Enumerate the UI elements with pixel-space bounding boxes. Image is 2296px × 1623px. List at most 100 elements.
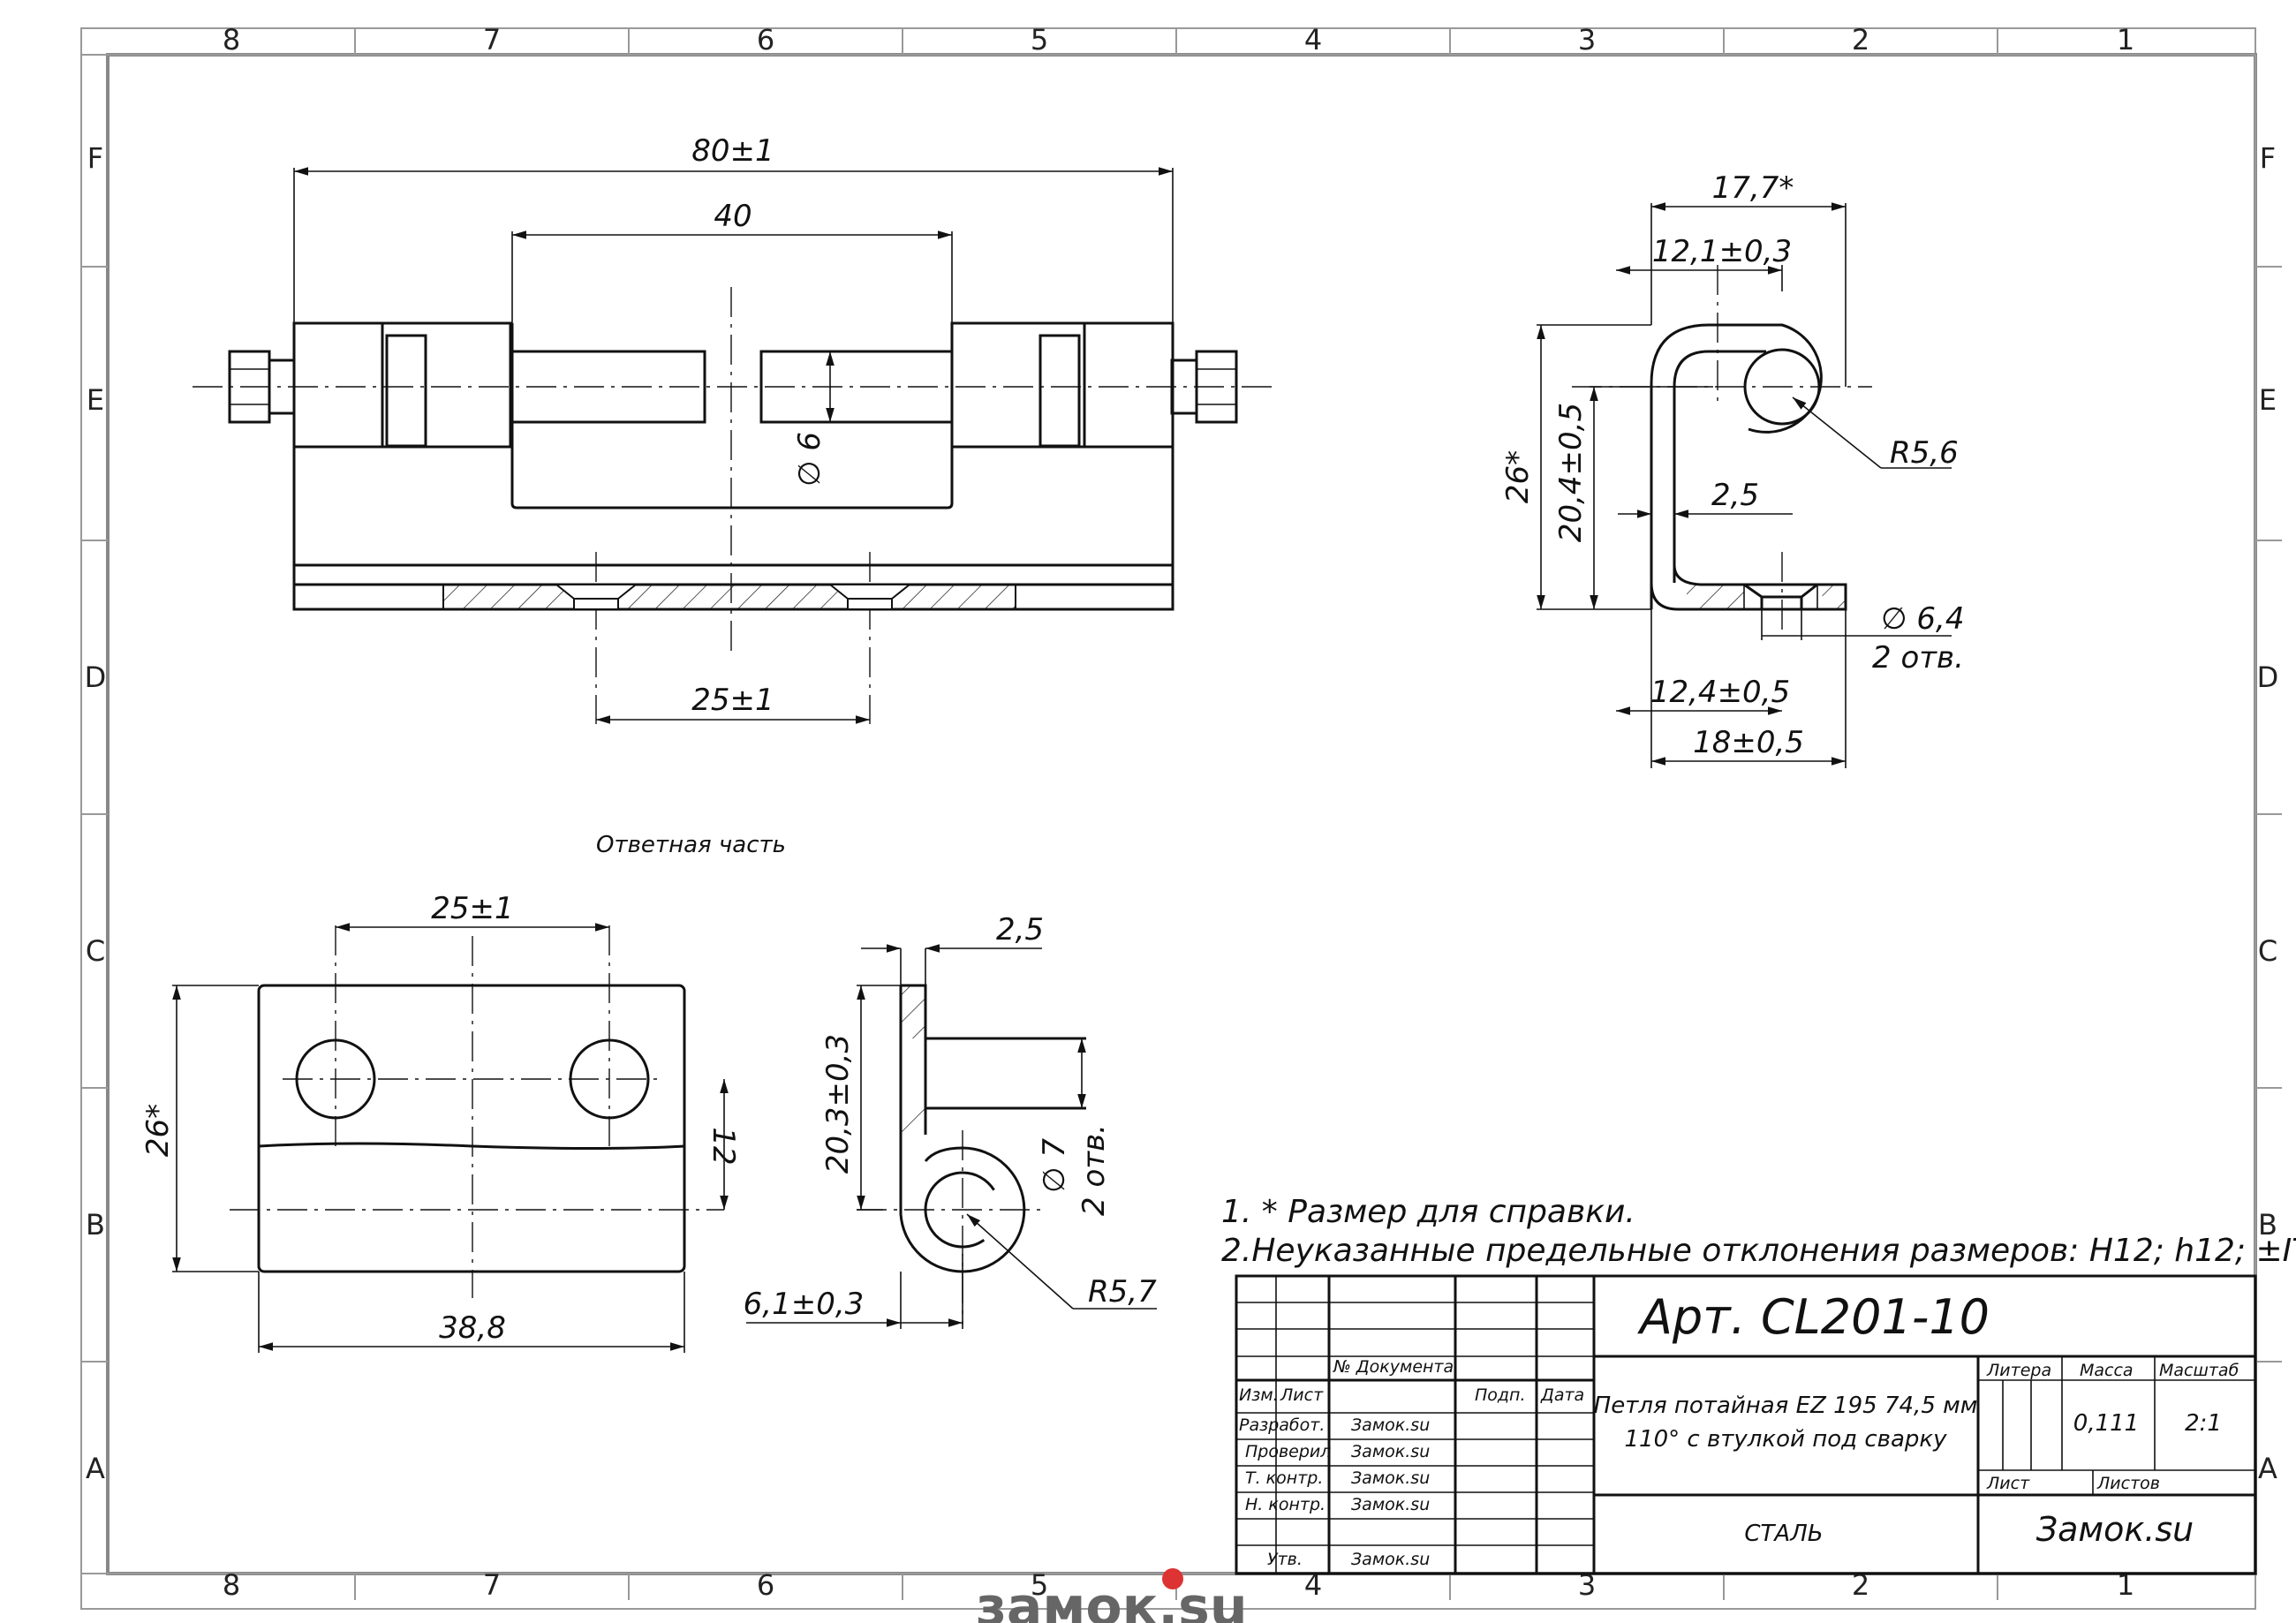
zone-labels-top: 8 7 6 5 4 3 2 1 [223, 23, 2134, 57]
zone-row-label: A [86, 1452, 105, 1485]
role-checker: Проверил [1245, 1442, 1331, 1461]
zone-col-label: 3 [1578, 1568, 1596, 1602]
article-number: Арт. CL201-10 [1637, 1289, 1990, 1345]
zone-col-label: 4 [1304, 23, 1322, 57]
side-view-dimensions: 17,7* 12,1±0,3 26* 20,4±0,5 2,5 R5,6 ∅ 6… [1500, 170, 1965, 768]
zone-row-label: F [2260, 141, 2276, 175]
dim-cp-hole-diameter: ∅ 7 [1037, 1138, 1072, 1193]
dim-height-ref: 26* [1500, 450, 1536, 503]
izm-label: Изм. [1239, 1385, 1279, 1405]
counterpart-caption: Ответная часть [596, 832, 786, 858]
zone-col-label: 8 [223, 1568, 240, 1602]
dim-cp-half-height: 12 [706, 1127, 741, 1165]
signer-tech-control: Замок.su [1351, 1468, 1430, 1488]
signer-developer: Замок.su [1351, 1415, 1430, 1435]
material: СТАЛЬ [1744, 1521, 1823, 1547]
product-name-line1: Петля потайная EZ 195 74,5 мм [1594, 1393, 1978, 1419]
zone-row-label: B [86, 1208, 105, 1242]
site-logo: замок.su [976, 1568, 1248, 1623]
sheet-label: Лист [1986, 1474, 2030, 1493]
zone-labels-bottom: 8 7 6 5 4 3 2 1 [223, 1568, 2134, 1602]
zone-row-label: C [2258, 934, 2277, 968]
mass-label: Масса [2080, 1361, 2134, 1380]
list-label: Лист [1280, 1385, 1324, 1405]
zone-row-label: D [85, 661, 107, 694]
dim-axis-height: 20,4±0,5 [1553, 403, 1589, 542]
doc-number-label: № Документа [1333, 1357, 1454, 1377]
counterpart-front-dimensions: 25±1 26* 12 38,8 [140, 891, 741, 1353]
title-block [1235, 1274, 2257, 1575]
main-view-dimensions: 80±1 40 ∅ 6 25±1 [293, 133, 1174, 724]
dim-hole-offset: 12,1±0,3 [1652, 234, 1792, 269]
zone-col-label: 8 [223, 23, 240, 57]
role-tech-control: Т. контр. [1245, 1468, 1323, 1488]
counterpart-front-view [230, 925, 724, 1298]
litera-label: Литера [1986, 1361, 2051, 1380]
dim-width-ref: 17,7* [1712, 170, 1794, 206]
zone-row-label: E [2259, 383, 2277, 417]
zone-col-label: 1 [2117, 23, 2134, 57]
zone-col-label: 2 [1852, 23, 1869, 57]
zone-col-label: 7 [483, 1568, 501, 1602]
dim-cp-width: 38,8 [439, 1310, 506, 1346]
company-name: Замок.su [2036, 1510, 2194, 1549]
zone-row-label: D [2257, 661, 2279, 694]
zone-col-label: 6 [757, 23, 774, 57]
logo-text: замок.su [976, 1576, 1248, 1623]
dim-cp-height-ref: 26* [140, 1104, 176, 1157]
note-reference-size: 1. * Размер для справки. [1221, 1194, 1635, 1230]
zone-col-label: 5 [1031, 1568, 1048, 1602]
zone-row-label: C [86, 934, 105, 968]
role-developer: Разработ. [1239, 1415, 1325, 1435]
zone-labels-left: F E D C B A [85, 141, 107, 1485]
zone-row-label: A [2258, 1452, 2277, 1485]
dim-hole-spacing: 25±1 [691, 683, 774, 718]
signer-checker: Замок.su [1351, 1442, 1430, 1461]
zone-col-label: 4 [1304, 1568, 1322, 1602]
dim-overall-length: 80±1 [691, 133, 774, 169]
dim-cp-axis-height: 20,3±0,3 [820, 1034, 856, 1174]
role-approver: Утв. [1267, 1550, 1303, 1569]
zone-col-label: 7 [483, 23, 501, 57]
role-norm-control: Н. контр. [1245, 1495, 1325, 1514]
mass-value: 0,111 [2073, 1410, 2139, 1437]
scale-label: Масштаб [2159, 1361, 2239, 1380]
zone-col-label: 6 [757, 1568, 774, 1602]
dim-base-offset: 12,4±0,5 [1650, 675, 1790, 710]
dim-hole-diameter: ∅ 6,4 [1881, 601, 1965, 637]
zone-row-label: F [87, 141, 103, 175]
dim-base-width: 18±0,5 [1693, 725, 1804, 760]
dim-cp-hole-spacing: 25±1 [431, 891, 513, 926]
dim-inner-length: 40 [714, 199, 751, 234]
hinge-front-view [193, 287, 1276, 724]
product-name-line2: 110° с втулкой под сварку [1625, 1426, 1948, 1453]
sheets-label: Листов [2096, 1474, 2160, 1493]
zone-row-label: B [2258, 1208, 2277, 1242]
zone-row-label: E [87, 383, 104, 417]
signer-approver: Замок.su [1351, 1550, 1430, 1569]
dim-hole-count: 2 отв. [1872, 640, 1964, 676]
zone-labels-right: F E D C B A [2257, 141, 2279, 1485]
zone-col-label: 1 [2117, 1568, 2134, 1602]
logo-dot-icon [1162, 1568, 1183, 1589]
podp-label: Подп. [1475, 1385, 1526, 1405]
counterpart-side-dimensions: 2,5 20,3±0,3 ∅ 7 2 отв. R5,7 6,1±0,3 [744, 912, 1157, 1329]
dim-cp-hole-count: 2 отв. [1076, 1124, 1112, 1216]
dim-pin-diameter: ∅ 6 [792, 432, 827, 487]
note-tolerances: 2.Неуказанные предельные отклонения разм… [1221, 1233, 2296, 1269]
dim-cp-radius: R5,7 [1088, 1274, 1157, 1310]
counterpart-side-view [857, 984, 1086, 1325]
zone-col-label: 3 [1578, 23, 1596, 57]
dim-cp-offset: 6,1±0,3 [744, 1287, 865, 1322]
drawing-frame [80, 27, 2282, 1610]
zone-col-label: 2 [1852, 1568, 1869, 1602]
zone-col-label: 5 [1031, 23, 1048, 57]
signer-norm-control: Замок.su [1351, 1495, 1430, 1514]
dim-cp-thickness: 2,5 [996, 912, 1044, 947]
dim-radius: R5,6 [1890, 435, 1959, 471]
data-label: Дата [1540, 1385, 1584, 1405]
dim-thickness: 2,5 [1711, 478, 1759, 513]
scale-value: 2:1 [2185, 1410, 2222, 1437]
hinge-side-view [1572, 265, 1872, 636]
